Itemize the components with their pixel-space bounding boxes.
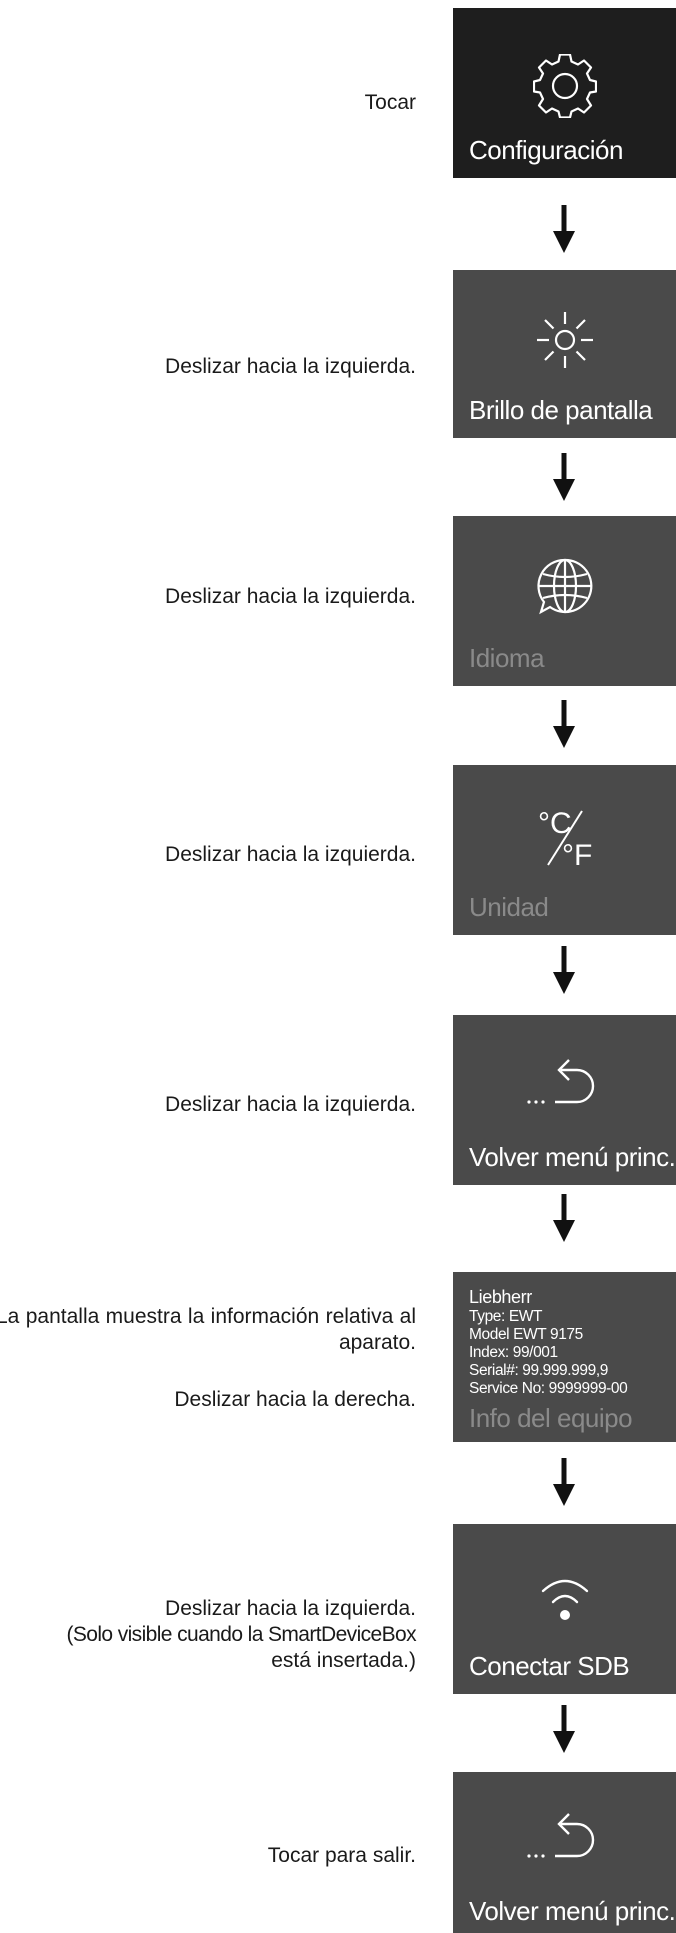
step-6-instruction-2: Deslizar hacia la derecha. (174, 1388, 416, 1411)
info-line: Type: EWT (469, 1308, 543, 1325)
tile-volver-menu-exit[interactable]: Volver menú princ. (453, 1772, 676, 1933)
tile-volver-menu[interactable]: Volver menú princ. (453, 1015, 676, 1185)
device-info-lines: Liebherr Type: EWT Model EWT 9175 Index:… (469, 1286, 628, 1398)
info-line: Model EWT 9175 (469, 1326, 583, 1343)
celsius-fahrenheit-icon: °C °F (453, 765, 676, 910)
arrow-down-icon (553, 453, 575, 501)
tile-conectar-sdb[interactable]: Conectar SDB (453, 1524, 676, 1694)
step-7-instruction: Deslizar hacia la izquierda. (165, 1597, 416, 1620)
tile-brillo[interactable]: Brillo de pantalla (453, 270, 676, 438)
tile-label: Info del equipo (469, 1403, 633, 1433)
tile-info-equipo[interactable]: Liebherr Type: EWT Model EWT 9175 Index:… (453, 1272, 676, 1442)
tile-label: Idioma (469, 643, 545, 673)
step-6-instruction: La pantalla muestra la información relat… (0, 1305, 416, 1355)
tile-label: Volver menú princ. (469, 1896, 676, 1926)
info-line: Service No: 9999999-00 (469, 1380, 628, 1397)
arrow-down-icon (553, 1194, 575, 1242)
gear-icon (453, 8, 676, 163)
step-7-instruction-2: (Solo visible cuando la SmartDeviceBox (66, 1623, 416, 1646)
arrow-down-icon (553, 205, 575, 253)
step-5-instruction: Deslizar hacia la izquierda. (165, 1093, 416, 1116)
back-arrow-icon (453, 1015, 676, 1160)
language-globe-icon (453, 516, 676, 656)
info-line: Liebherr (469, 1287, 532, 1307)
tile-label: Conectar SDB (469, 1651, 630, 1681)
step-3-instruction: Deslizar hacia la izquierda. (165, 585, 416, 608)
step-4-instruction: Deslizar hacia la izquierda. (165, 843, 416, 866)
svg-text:°F: °F (562, 839, 592, 872)
tile-label: Configuración (469, 135, 623, 165)
step-7-instruction-3: está insertada.) (271, 1649, 416, 1672)
back-arrow-icon (453, 1772, 676, 1912)
step-2-instruction: Deslizar hacia la izquierda. (165, 355, 416, 378)
arrow-down-icon (553, 1458, 575, 1506)
wifi-icon (453, 1524, 676, 1669)
arrow-down-icon (553, 946, 575, 994)
step-1-instruction: Tocar (364, 91, 416, 114)
tile-idioma[interactable]: Idioma (453, 516, 676, 686)
arrow-down-icon (553, 1705, 575, 1753)
tile-configuracion[interactable]: Configuración (453, 8, 676, 178)
tile-unidad[interactable]: °C °F Unidad (453, 765, 676, 935)
info-line: Serial#: 99.999.999,9 (469, 1362, 608, 1379)
brightness-icon (453, 270, 676, 410)
tile-label: Brillo de pantalla (469, 395, 653, 425)
arrow-down-icon (553, 700, 575, 748)
step-8-instruction: Tocar para salir. (267, 1844, 416, 1867)
info-line: Index: 99/001 (469, 1344, 558, 1361)
tile-label: Unidad (469, 892, 549, 922)
tile-label: Volver menú princ. (469, 1142, 676, 1172)
